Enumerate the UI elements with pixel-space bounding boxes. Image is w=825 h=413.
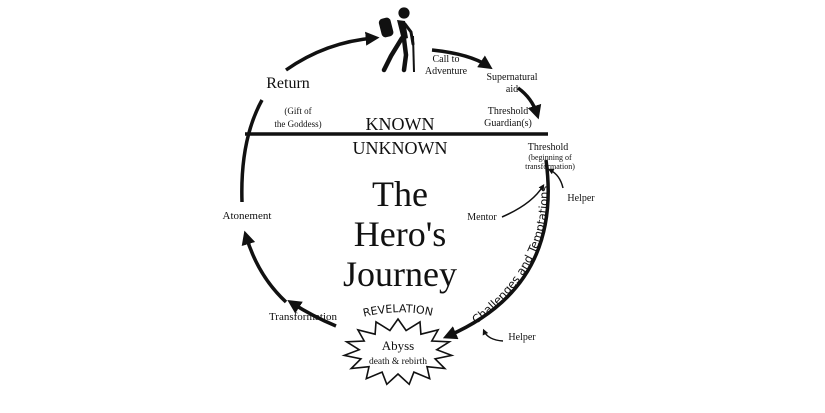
helper-bottom-arrow — [482, 328, 504, 342]
helper-bottom-label: Helper — [508, 332, 536, 343]
unknown-label: UNKNOWN — [353, 138, 448, 158]
cycle-arc-departure — [431, 48, 493, 70]
supernatural-aid-line-2: aid — [506, 84, 518, 95]
cycle-arc-to-transformation — [287, 299, 337, 328]
threshold-title: Threshold — [528, 142, 569, 153]
call-to-adventure-line-2: Adventure — [425, 66, 468, 77]
transformation-label: Transformation — [269, 311, 338, 323]
mentor-arrow — [501, 183, 545, 218]
title-line-3: Journey — [343, 254, 457, 294]
revelation-label: REVELATION — [362, 302, 434, 320]
return-sub-line-2: the Goddess) — [274, 119, 321, 129]
abyss-burst — [341, 317, 455, 386]
return-title: Return — [266, 75, 310, 92]
cycle-arc-to-return — [240, 99, 264, 203]
challenges-label: Challenges and Temptations — [469, 186, 551, 327]
abyss-subtitle: death & rebirth — [369, 357, 427, 367]
known-label: KNOWN — [366, 114, 435, 134]
abyss-title: Abyss — [382, 338, 415, 353]
atonement-label: Atonement — [223, 210, 272, 222]
return-sub-line-1: (Gift of — [284, 106, 311, 116]
cycle-arc-initiation — [442, 159, 550, 340]
title-line-1: The — [372, 174, 428, 214]
threshold-sub-line-2: transformation) — [525, 162, 575, 171]
cycle-arc-to-atonement — [241, 230, 288, 304]
title-line-2: Hero's — [354, 214, 446, 254]
supernatural-aid-line-1: Supernatural — [486, 72, 537, 83]
cycle-arc-homecoming — [284, 31, 380, 72]
threshold-guardians-line-2: Guardian(s) — [484, 118, 532, 129]
mentor-label: Mentor — [467, 212, 497, 223]
threshold-sub-line-1: (beginning of — [528, 153, 572, 162]
helper-top-label: Helper — [567, 193, 595, 204]
cycle-arc-aid — [516, 86, 542, 120]
threshold-guardians-line-1: Threshold — [488, 106, 529, 117]
call-to-adventure-line-1: Call to — [433, 54, 460, 65]
helper-top-arrow — [547, 168, 564, 189]
hiker-icon — [378, 7, 415, 73]
